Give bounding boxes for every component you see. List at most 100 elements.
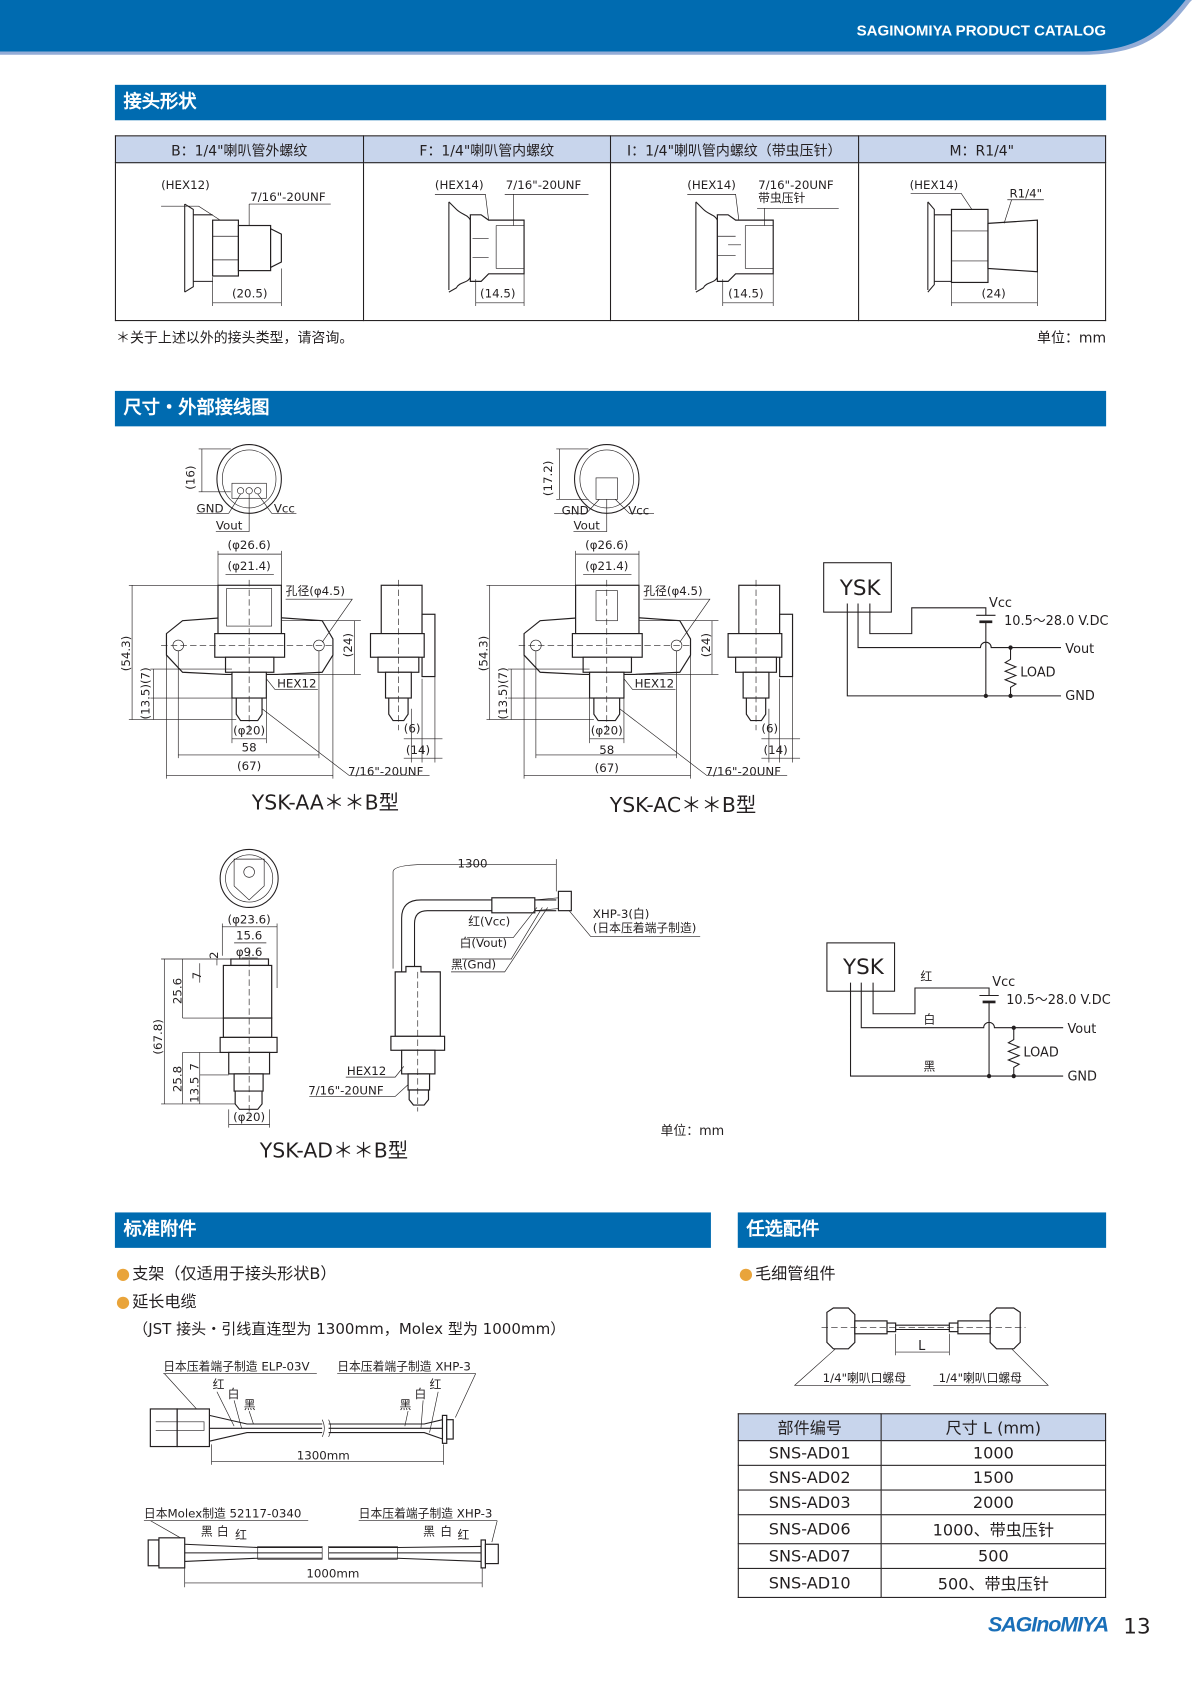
ad-connector-label: XHP-3(白) (593, 907, 650, 921)
cable1-black-right: 黑 (399, 1398, 411, 1412)
cable1-length: 1300mm (297, 1448, 350, 1462)
ad-dim-156: 15.6 (236, 929, 262, 943)
ad-hex-label: HEX12 (347, 1064, 386, 1078)
ac-hex-label: HEX12 (635, 676, 674, 690)
aa-dim-543: (54.3) (119, 636, 133, 671)
aa-vout-label: Vout (216, 518, 243, 532)
part-no: SNS-AD03 (737, 1489, 882, 1516)
connector-cell-m (857, 162, 1107, 322)
ac-vout-label: Vout (573, 518, 600, 532)
ad-dim-96: φ9.6 (236, 945, 263, 959)
length: 500 (880, 1543, 1107, 1570)
cable1-red-left: 红 (213, 1378, 225, 1392)
capillary-assembly-drawing: L 1/4"喇叭口螺母 1/4"喇叭口螺母 (793, 1307, 1049, 1386)
ac-dim-135-7: (13.5)(7) (496, 667, 510, 719)
wiring1-vcc: Vcc (989, 596, 1012, 611)
ysk-ac-drawing: (17.2) GND Vout Vcc (φ26.6) (φ21.4) 孔径(φ… (477, 444, 801, 817)
cable2-black-left: 黑 (201, 1525, 213, 1539)
capillary-l-label: L (918, 1339, 926, 1354)
cable1-black-left: 黑 (244, 1398, 256, 1412)
bullet-icon: ● (115, 1263, 131, 1284)
cable1-white-right: 白 (415, 1387, 427, 1401)
cable2-length: 1000mm (306, 1567, 359, 1581)
length: 1000 (880, 1440, 1107, 1466)
ad-white-wire: 白(Vout) (460, 936, 507, 950)
header-band: SAGINOMIYA PRODUCT CATALOG (0, 0, 1192, 55)
ac-hole-label: 孔径(φ4.5) (643, 584, 702, 598)
connector-header-b: B：1/4"喇叭管外螺纹 (114, 135, 364, 164)
aa-hex-label: HEX12 (277, 676, 316, 690)
aa-dim-67: (67) (237, 759, 261, 773)
aa-vcc-label: Vcc (274, 501, 295, 515)
ad-dim-7b: 7 (188, 1063, 202, 1071)
ac-dim-20: (φ20) (591, 724, 623, 738)
wiring-diagram-1: YSK Vcc 10.5～28.0 V.DC Vout LOAD GND (823, 562, 1109, 704)
ac-vcc-label: Vcc (628, 503, 649, 517)
part-no: SNS-AD02 (737, 1464, 882, 1491)
ad-black-wire: 黑(Gnd) (451, 958, 496, 972)
connector-unit: 单位：mm (1037, 330, 1107, 347)
wiring2-red: 红 (920, 969, 932, 983)
ac-dim-14: (14) (764, 743, 788, 757)
ac-gnd-label: GND (562, 503, 589, 517)
part-no: SNS-AD06 (737, 1514, 882, 1545)
length: 500、带虫压针 (880, 1568, 1107, 1598)
cable2-red-left: 红 (235, 1528, 247, 1542)
aa-dim-266: (φ26.6) (228, 538, 271, 552)
wiring-diagram-2: YSK 红 白 黑 Vcc 10.5～28.0 V.DC Vout LOAD G… (826, 942, 1111, 1084)
section-standard-accessories-title: 标准附件 (114, 1212, 711, 1248)
ac-dim-266: (φ26.6) (585, 538, 628, 552)
part-no: SNS-AD07 (737, 1543, 882, 1570)
accessory-cable: ●延长电缆 (116, 1290, 197, 1313)
cable2-black-right: 黑 (423, 1525, 435, 1539)
aa-dim-16: (16) (183, 465, 197, 489)
ad-dim-2: 2 (207, 951, 221, 959)
ac-dim-214: (φ21.4) (585, 559, 628, 573)
ac-dim-172: (17.2) (541, 461, 555, 496)
ad-dim-256: 25.6 (170, 978, 184, 1004)
length: 1000、带虫压针 (880, 1514, 1107, 1545)
connector-cell-i (609, 162, 859, 322)
cable2-red-right: 红 (457, 1528, 469, 1542)
option-capillary: ●毛细管组件 (739, 1262, 836, 1285)
wiring2-vcc: Vcc (992, 975, 1015, 990)
cable2-right-connector: 日本压着端子制造 XHP-3 (359, 1506, 493, 1520)
col-header-length: 尺寸 L (mm) (880, 1413, 1107, 1442)
wiring2-ysk-box: YSK (842, 955, 885, 980)
aa-dim-214: (φ21.4) (228, 559, 271, 573)
col-header-part-no: 部件编号 (737, 1413, 882, 1442)
ad-cable-length: 1300 (458, 857, 488, 871)
wiring1-voltage: 10.5～28.0 V.DC (1004, 614, 1108, 629)
accessory-cable-label: 延长电缆 (132, 1291, 197, 1312)
saginomiya-logo: SAGInoMIYA (987, 1612, 1109, 1637)
connector-cell-f (362, 162, 612, 322)
aa-dim-6: (6) (404, 721, 421, 735)
ad-thread-label: 7/16"-20UNF (308, 1083, 384, 1097)
cable1-left-connector: 日本压着端子制造 ELP-03V (163, 1359, 309, 1373)
section-dimensions-title: 尺寸・外部接线图 (114, 390, 1107, 427)
capillary-nut-left: 1/4"喇叭口螺母 (823, 1371, 907, 1385)
wiring2-black: 黑 (924, 1060, 936, 1074)
cable2-white-left: 白 (217, 1525, 229, 1539)
connector-table: B：1/4"喇叭管外螺纹 F：1/4"喇叭管内螺纹 I：1/4"喇叭管内螺纹（带… (114, 135, 1107, 322)
extension-cable-2: 日本Molex制造 52117-0340 日本压着端子制造 XHP-3 黑 白 … (143, 1506, 499, 1588)
aa-dim-20: (φ20) (233, 724, 265, 738)
ac-dim-67: (67) (595, 761, 619, 775)
ac-thread-label: 7/16"-20UNF (706, 764, 782, 778)
ad-model-title: YSK-AD＊＊B型 (259, 1139, 408, 1163)
accessory-cable-note: （JST 接头・引线直连型为 1300mm，Molex 型为 1000mm） (133, 1320, 566, 1339)
ac-dim-543: (54.3) (477, 636, 491, 671)
wiring1-vout: Vout (1065, 642, 1094, 657)
aa-thread-label: 7/16"-20UNF (348, 764, 424, 778)
connector-header-i: I：1/4"喇叭管内螺纹（带虫压针） (609, 135, 859, 164)
connector-note: ＊关于上述以外的接头类型，请咨询。 (115, 330, 354, 347)
wiring1-ysk-box: YSK (839, 576, 882, 601)
ysk-aa-drawing: (16) GND Vout Vcc (φ26.6) (φ21.4) 孔径(φ4.… (119, 444, 443, 815)
catalog-title: SAGINOMIYA PRODUCT CATALOG (857, 22, 1106, 39)
length: 1500 (880, 1464, 1107, 1491)
